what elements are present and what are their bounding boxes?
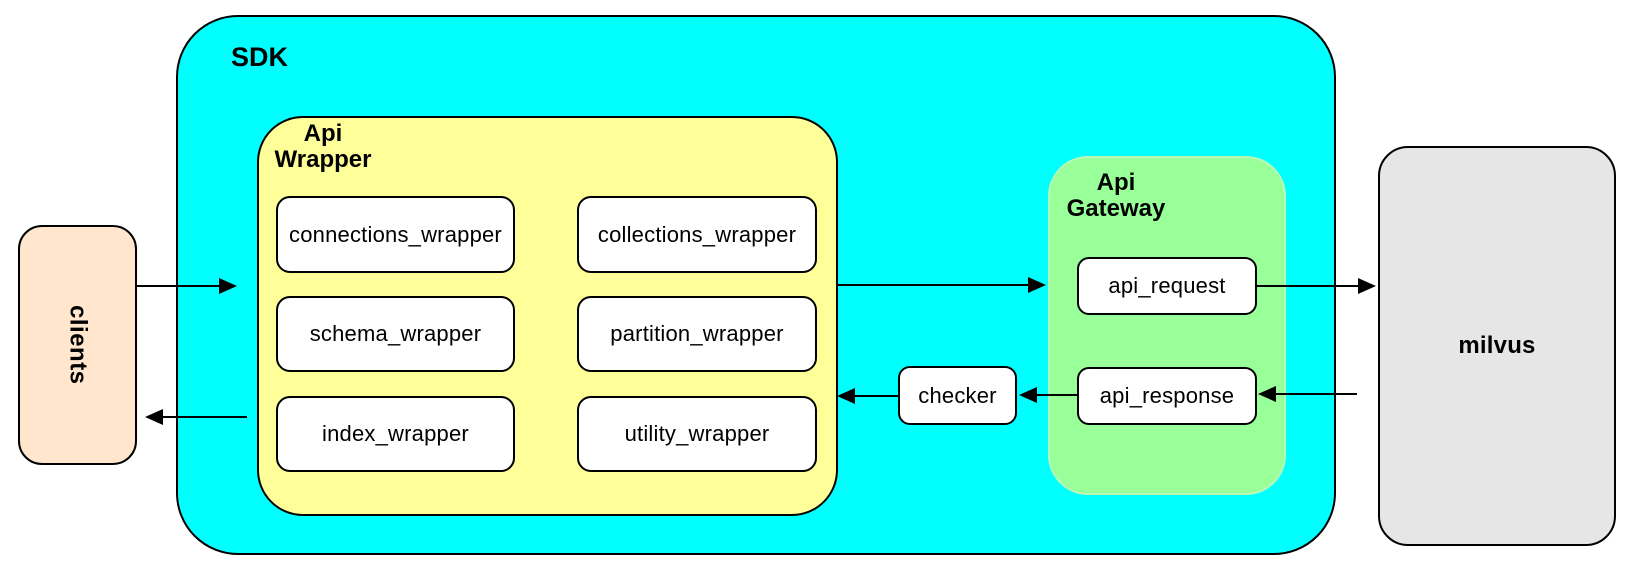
checker-label: checker <box>918 382 997 408</box>
api-gateway-container <box>1048 156 1286 495</box>
wrapper-box-schema: schema_wrapper <box>276 296 515 372</box>
wrapper-box-label: partition_wrapper <box>610 321 784 346</box>
arrowhead-left-icon <box>1019 387 1037 403</box>
arrow-wrapper-to-gateway <box>838 277 1046 293</box>
arrow-sdk-to-clients <box>145 409 247 425</box>
milvus-label: milvus <box>1458 332 1536 359</box>
api-response-node: api_response <box>1077 367 1257 425</box>
wrapper-box-partition: partition_wrapper <box>577 296 817 372</box>
wrapper-box-index: index_wrapper <box>276 396 515 472</box>
arrow-checker-to-wrapper <box>837 388 898 404</box>
arrow-shaft <box>137 284 219 288</box>
api-gateway-label: Api Gateway <box>1066 169 1166 222</box>
arrow-shaft <box>1276 392 1357 396</box>
arrow-shaft <box>1037 393 1077 397</box>
api-wrapper-label: Api Wrapper <box>274 120 372 173</box>
arrow-shaft <box>1257 284 1358 288</box>
arrow-clients-to-sdk <box>137 278 237 294</box>
wrapper-box-label: connections_wrapper <box>289 221 502 247</box>
arrow-milvus-to-response <box>1258 386 1357 402</box>
wrapper-box-label: index_wrapper <box>322 421 469 446</box>
milvus-node: milvus <box>1378 146 1616 546</box>
wrapper-box-label: collections_wrapper <box>597 221 797 247</box>
wrapper-box-label: schema_wrapper <box>309 321 482 346</box>
arrow-request-to-milvus <box>1257 278 1376 294</box>
arrowhead-right-icon <box>219 278 237 294</box>
wrapper-box-collections: collections_wrapper <box>577 196 817 273</box>
clients-label: clients <box>64 305 92 385</box>
arrowhead-right-icon <box>1358 278 1376 294</box>
api-response-label: api_response <box>1099 383 1235 408</box>
arrowhead-right-icon <box>1028 277 1046 293</box>
arrow-response-to-checker <box>1019 387 1077 403</box>
arrowhead-left-icon <box>837 388 855 404</box>
wrapper-box-connections: connections_wrapper <box>276 196 515 273</box>
wrapper-box-label: utility_wrapper <box>624 421 770 446</box>
wrapper-box-utility: utility_wrapper <box>577 396 817 472</box>
checker-node: checker <box>898 366 1017 425</box>
arrow-shaft <box>855 394 898 398</box>
arrow-shaft <box>838 283 1028 287</box>
arrowhead-left-icon <box>145 409 163 425</box>
api-request-node: api_request <box>1077 257 1257 315</box>
arrow-shaft <box>163 415 247 419</box>
api-request-label: api_request <box>1108 273 1226 298</box>
arrowhead-left-icon <box>1258 386 1276 402</box>
sdk-label: SDK <box>231 42 289 72</box>
clients-node: clients <box>18 225 137 465</box>
